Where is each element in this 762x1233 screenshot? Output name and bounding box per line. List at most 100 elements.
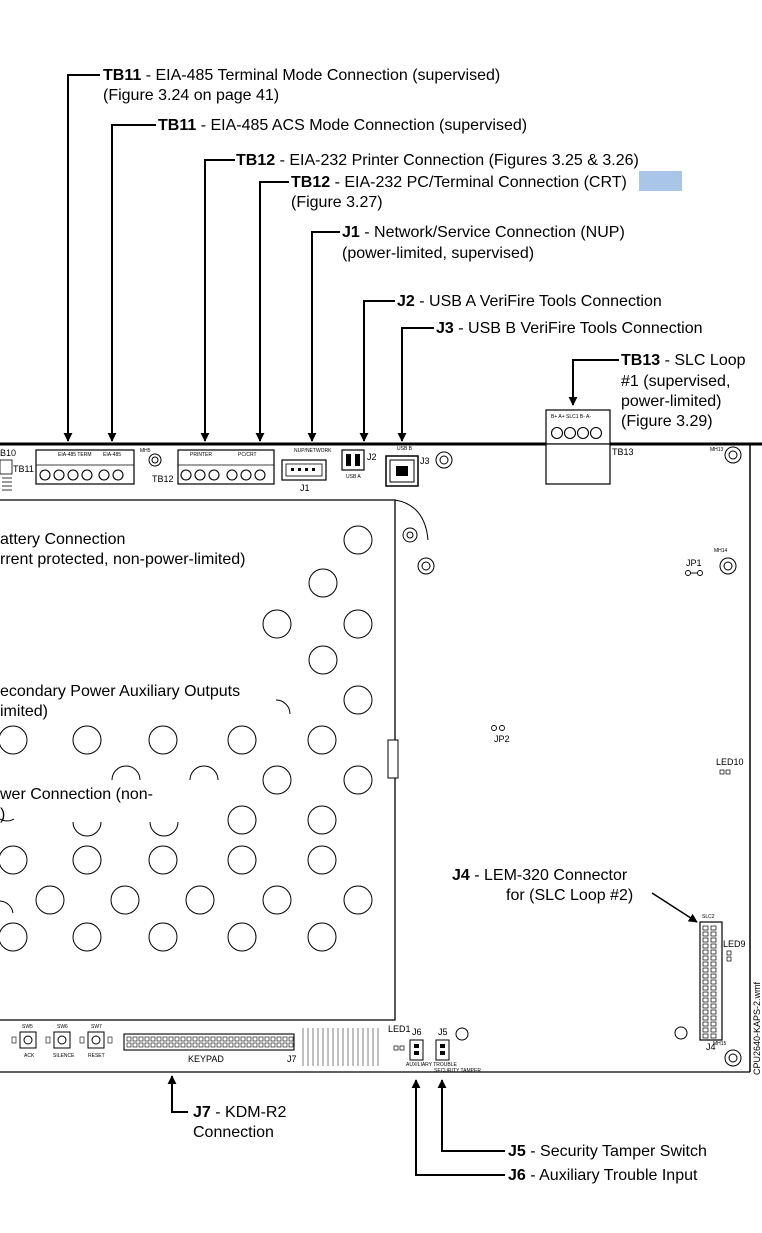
j7-pin — [216, 1042, 222, 1048]
j4-pin — [702, 1027, 709, 1033]
j7-pin — [192, 1042, 198, 1048]
desc2-j4: for (SLC Loop #2) — [506, 887, 633, 904]
label-reset: RESET — [88, 1053, 105, 1059]
label-led9: LED9 — [723, 939, 746, 949]
j4-pin — [702, 997, 709, 1003]
ref-tb12-pc: TB12 — [291, 174, 330, 191]
j3-connector: USB B J3 — [385, 446, 430, 487]
j7-pin — [288, 1036, 294, 1042]
j7-pin — [282, 1042, 288, 1048]
label-j7-board: J7 — [287, 1054, 297, 1064]
j4-pin — [710, 925, 717, 931]
desc-j5: - Security Tamper Switch — [526, 1143, 707, 1160]
switch-row: SW5 SW6 SW7 ACK SILENCE RESET — [11, 1024, 113, 1059]
j4-pin — [702, 1015, 709, 1021]
svg-text:TB11 - EIA-485 Terminal Mode C: TB11 - EIA-485 Terminal Mode Connection … — [103, 67, 500, 84]
j4-pin — [702, 1033, 709, 1039]
j4-pin — [710, 967, 717, 973]
leader-tb12-printer — [200, 159, 235, 442]
j7-pin — [174, 1042, 180, 1048]
led9: LED9 — [723, 939, 746, 962]
j7-pin — [276, 1036, 282, 1042]
leader-tb11-terminal — [63, 74, 100, 442]
j7-pin — [180, 1042, 186, 1048]
j4-pin — [702, 943, 709, 949]
desc2-j7: Connection — [193, 1124, 274, 1141]
label-j3-board: J3 — [420, 456, 430, 466]
j1-connector: NUP/NETWORK J1 — [281, 448, 332, 493]
j7-pin — [234, 1036, 240, 1042]
svg-text:TB11 - EIA-485 ACS Mode Connec: TB11 - EIA-485 ACS Mode Connection (supe… — [158, 117, 527, 134]
svg-text:TB12 - EIA-232 PC/Terminal Con: TB12 - EIA-232 PC/Terminal Connection (C… — [291, 174, 627, 191]
callout-j4: J4 - LEM-320 Connector for (SLC Loop #2) — [452, 867, 698, 923]
label-mh13: MH13 — [710, 447, 724, 453]
j4-pin — [710, 949, 717, 955]
label-battery-2: rrent protected, non-power-limited) — [0, 551, 245, 568]
j7-pin — [240, 1036, 246, 1042]
desc2-tb13: #1 (supervised, — [621, 373, 730, 390]
label-j5-board: J5 — [438, 1027, 448, 1037]
label-j6-board: J6 — [412, 1027, 422, 1037]
j4-pin — [710, 997, 717, 1003]
label-tb12-board: TB12 — [152, 474, 174, 484]
desc-tb11-acs: - EIA-485 ACS Mode Connection (supervise… — [196, 117, 527, 134]
j7-pin — [198, 1042, 204, 1048]
j7-pin — [282, 1036, 288, 1042]
ref-j3: J3 — [436, 320, 454, 337]
label-secondary-1: econdary Power Auxiliary Outputs — [0, 683, 240, 700]
tb11-terminal-block: EIA-485 TERM EIA-485 — [35, 449, 135, 485]
ref-j2: J2 — [397, 293, 415, 310]
j7-pin — [132, 1042, 138, 1048]
j4-pin — [702, 967, 709, 973]
label-mh5: MH5 — [140, 448, 151, 454]
j7-pin — [168, 1042, 174, 1048]
leader-j4 — [651, 892, 698, 923]
callout-tb12-pc: TB12 - EIA-232 PC/Terminal Connection (C… — [291, 171, 682, 211]
j7-pin — [258, 1042, 264, 1048]
j4-pin — [702, 973, 709, 979]
desc-j4: - LEM-320 Connector — [470, 867, 628, 884]
j7-pin — [240, 1042, 246, 1048]
label-silence: SILENCE — [53, 1053, 75, 1059]
callout-j6: J6 - Auxiliary Trouble Input — [411, 1079, 698, 1184]
callout-tb13: TB13 - SLC Loop #1 (supervised, power-li… — [621, 352, 746, 430]
j7-pin — [288, 1042, 294, 1048]
j7-pin — [198, 1036, 204, 1042]
label-usbb: USB B — [397, 446, 413, 452]
j4-pin — [710, 979, 717, 985]
led-indicator-column — [302, 1028, 379, 1066]
j4-pin — [702, 925, 709, 931]
j7-pin — [180, 1036, 186, 1042]
leader-j3 — [397, 327, 434, 442]
j4-connector: SLC2 J4 — [699, 914, 723, 1052]
j7-pin — [228, 1042, 234, 1048]
crt-highlight — [639, 171, 682, 191]
label-sw5: SW5 — [22, 1024, 33, 1030]
j7-pin — [210, 1042, 216, 1048]
svg-text:J5 - Security Tamper Switch: J5 - Security Tamper Switch — [508, 1143, 707, 1160]
j7-pin — [186, 1042, 192, 1048]
j4-pin — [710, 1009, 717, 1015]
svg-text:J2 - USB A VeriFire Tools Conn: J2 - USB A VeriFire Tools Connection — [397, 293, 662, 310]
callout-j3: J3 - USB B VeriFire Tools Connection — [436, 320, 703, 337]
j4-pin — [710, 1021, 717, 1027]
label-power-2: ) — [0, 806, 5, 823]
j7-pin — [204, 1042, 210, 1048]
label-tb11: TB11 — [13, 464, 34, 474]
j7-pin — [138, 1042, 144, 1048]
metal-plate — [0, 499, 429, 1021]
label-power-1: wer Connection (non- — [0, 786, 153, 803]
leader-j2 — [359, 300, 395, 442]
j4-pin — [710, 937, 717, 943]
j7-pin — [162, 1036, 168, 1042]
label-keypad: KEYPAD — [188, 1054, 224, 1064]
j4-pin — [710, 973, 717, 979]
j4-pin — [702, 1009, 709, 1015]
j7-pin — [246, 1036, 252, 1042]
j6-connector: J6 AUXILIARY TROUBLE — [406, 1027, 458, 1068]
ref-tb11-acs: TB11 — [158, 117, 196, 134]
desc-j1: - Network/Service Connection (NUP) — [360, 224, 625, 241]
leader-tb11-acs — [107, 124, 156, 442]
j7-pin — [222, 1042, 228, 1048]
